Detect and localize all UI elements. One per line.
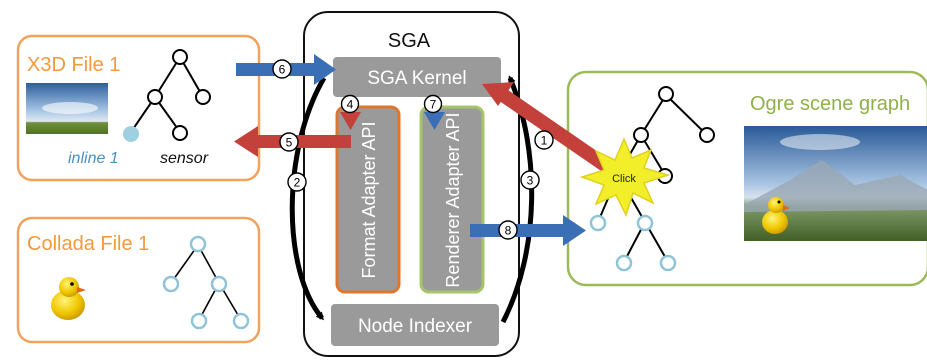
svg-text:2: 2	[294, 176, 301, 190]
duck-icon	[51, 277, 86, 320]
format-adapter-api-box	[335, 105, 401, 294]
tree-node	[659, 254, 677, 272]
collada-file-panel: Collada File 1	[16, 216, 261, 344]
x3d-file-title: X3D File 1	[27, 54, 120, 76]
tree-node	[147, 89, 163, 105]
svg-text:4: 4	[347, 98, 354, 112]
ogre-panel: Ogre scene graph	[566, 70, 927, 287]
arrow-step-5	[234, 126, 351, 157]
sga-kernel-label: SGA Kernel	[367, 68, 466, 89]
format-adapter-api-label: Format Adapter API	[359, 121, 379, 278]
svg-text:7: 7	[430, 98, 437, 112]
renderer-adapter-api-box	[419, 105, 485, 294]
sensor-label: sensor	[160, 150, 209, 167]
svg-text:8: 8	[505, 224, 512, 238]
sga-kernel-box	[333, 57, 501, 97]
step-badge-1: 1	[534, 130, 554, 150]
tree-node	[589, 214, 607, 232]
tree-node	[189, 235, 207, 253]
svg-text:3: 3	[527, 174, 534, 188]
tree-node	[232, 312, 250, 330]
tree-node	[172, 125, 188, 141]
click-burst: Click	[579, 137, 671, 217]
step-badge-8: 8	[498, 220, 518, 240]
step-badge-7: 7	[423, 94, 443, 114]
tree-node	[162, 275, 180, 293]
tree-node	[636, 214, 654, 232]
svg-text:5: 5	[286, 136, 293, 150]
node-indexer-box	[331, 304, 499, 346]
tree-node	[172, 49, 188, 65]
tree-node	[633, 127, 649, 143]
sga-panel: SGA SGA Kernel Format Adapter API Render…	[303, 11, 520, 357]
x3d-scene-tree	[123, 49, 211, 142]
tree-node	[658, 86, 674, 102]
inline-node	[123, 126, 139, 142]
x3d-sky-cloud	[42, 102, 98, 114]
step-badge-3: 3	[520, 170, 540, 190]
tree-node	[210, 275, 228, 293]
tree-node	[615, 254, 633, 272]
tree-node	[190, 312, 208, 330]
sga-title: SGA	[388, 30, 431, 52]
step-badge-6: 6	[272, 59, 292, 79]
node-indexer-label: Node Indexer	[358, 316, 473, 337]
tree-node	[195, 89, 211, 105]
arrow-step-2	[289, 76, 327, 321]
arrow-step-1	[482, 82, 616, 176]
step-badge-2: 2	[287, 172, 307, 192]
step-badges: 1 2 3 4 5 6 7 8	[272, 59, 554, 240]
click-burst-shape	[579, 137, 671, 217]
svg-text:1: 1	[541, 134, 548, 148]
collada-file-title: Collada File 1	[27, 233, 149, 255]
renderer-adapter-api-label: Renderer Adapter API	[443, 112, 463, 287]
click-label: Click	[612, 173, 636, 185]
duck-icon	[762, 197, 790, 234]
svg-text:6: 6	[279, 63, 286, 77]
inline-label: inline 1	[68, 150, 119, 167]
ogre-render-image	[744, 126, 927, 241]
step-badge-4: 4	[340, 94, 360, 114]
ogre-title: Ogre scene graph	[750, 93, 910, 115]
x3d-file-border	[16, 34, 261, 182]
arrow-step-8	[470, 215, 586, 246]
tree-node	[699, 127, 715, 143]
x3d-file-panel: X3D File 1 inline 1 sensor	[16, 34, 261, 182]
collada-scene-tree	[162, 235, 250, 330]
step-badge-5: 5	[279, 132, 299, 152]
